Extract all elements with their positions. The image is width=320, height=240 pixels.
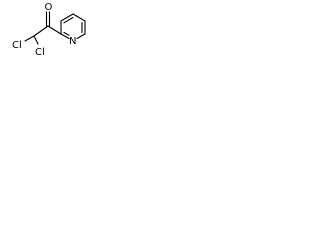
ring-bond-n-c2 (60, 33, 70, 40)
bond-carbonyl-to-dichloromethyl (33, 25, 49, 37)
molecule-diagram: O Cl Cl N (12, 2, 86, 58)
ring-bond-c3-c4 (60, 13, 74, 22)
ring-bond-c4-c5 (72, 13, 86, 22)
structure-canvas: O Cl Cl N (0, 0, 104, 66)
bond-carbon-chlorine-right (33, 35, 39, 45)
ring-inner-bond-n-c2 (63, 31, 70, 36)
oxygen-atom-label: O (45, 2, 53, 13)
bond-carbon-chlorine-left (24, 35, 35, 42)
bond-carbonyl-to-ring (47, 25, 62, 35)
nitrogen-atom-label: N (69, 36, 76, 47)
ring-bond-c6-n (76, 33, 86, 40)
chlorine-right-atom-label: Cl (35, 47, 45, 58)
chlorine-left-atom-label: Cl (12, 40, 22, 51)
ring-inner-bond-c3-c4 (63, 16, 74, 24)
